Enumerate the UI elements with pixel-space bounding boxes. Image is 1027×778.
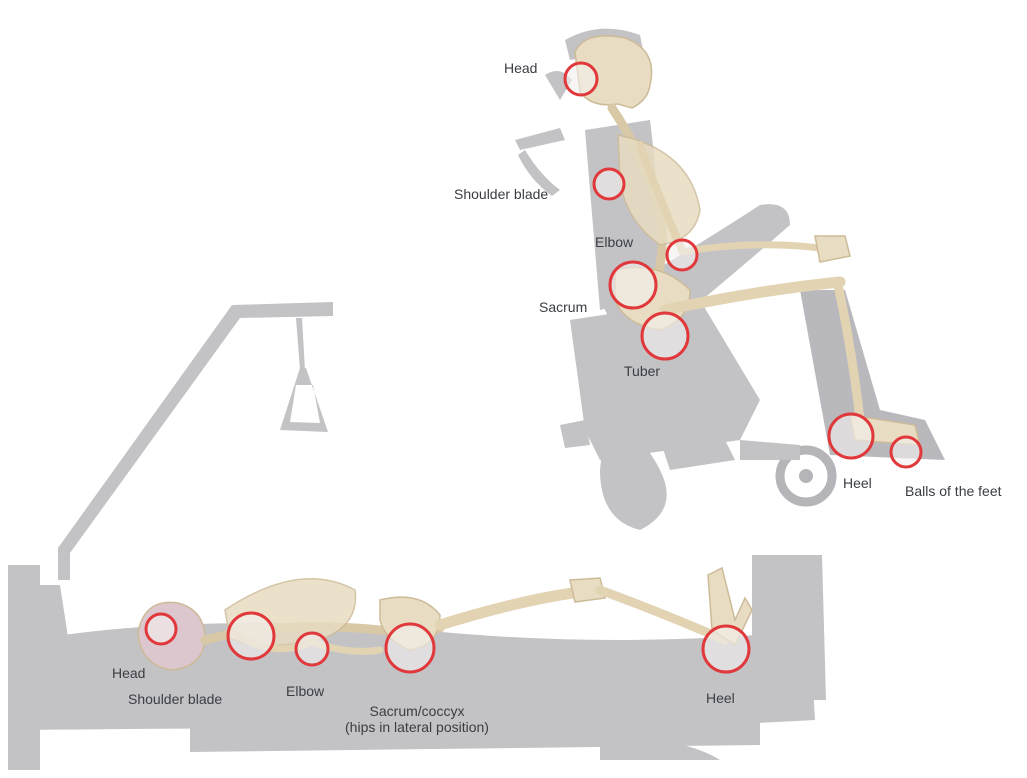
label-wheelchair-tuber: Tuber (624, 363, 660, 379)
marker-bed-heel (703, 626, 749, 672)
label-bed-head: Head (112, 665, 145, 681)
label-bed-sacrum-coccyx: Sacrum/coccyx (hips in lateral position) (332, 703, 502, 735)
label-bed-elbow: Elbow (286, 683, 324, 699)
label-bed-sacrum-coccyx-title: Sacrum/coccyx (332, 703, 502, 719)
wheelchair-silhouette (515, 29, 945, 530)
label-wheelchair-balls-of-feet: Balls of the feet (905, 483, 1002, 499)
label-bed-heel: Heel (706, 690, 735, 706)
marker-wheelchair-sacrum (610, 262, 656, 308)
marker-bed-shoulder-blade (228, 613, 274, 659)
label-wheelchair-head: Head (504, 60, 537, 76)
marker-wheelchair-head (565, 63, 597, 95)
label-wheelchair-sacrum: Sacrum (539, 299, 587, 315)
label-wheelchair-shoulder-blade: Shoulder blade (454, 186, 548, 202)
marker-wheelchair-balls-of-feet (891, 437, 921, 467)
marker-bed-head (146, 614, 176, 644)
marker-wheelchair-tuber (642, 313, 688, 359)
marker-bed-sacrum-coccyx (386, 624, 434, 672)
marker-wheelchair-elbow (667, 240, 697, 270)
marker-bed-elbow (296, 633, 328, 665)
label-wheelchair-elbow: Elbow (595, 234, 633, 250)
label-wheelchair-heel: Heel (843, 475, 872, 491)
label-bed-sacrum-coccyx-note: (hips in lateral position) (332, 719, 502, 735)
marker-wheelchair-heel (829, 414, 873, 458)
label-bed-shoulder-blade: Shoulder blade (128, 691, 222, 707)
marker-wheelchair-shoulder-blade (594, 169, 624, 199)
